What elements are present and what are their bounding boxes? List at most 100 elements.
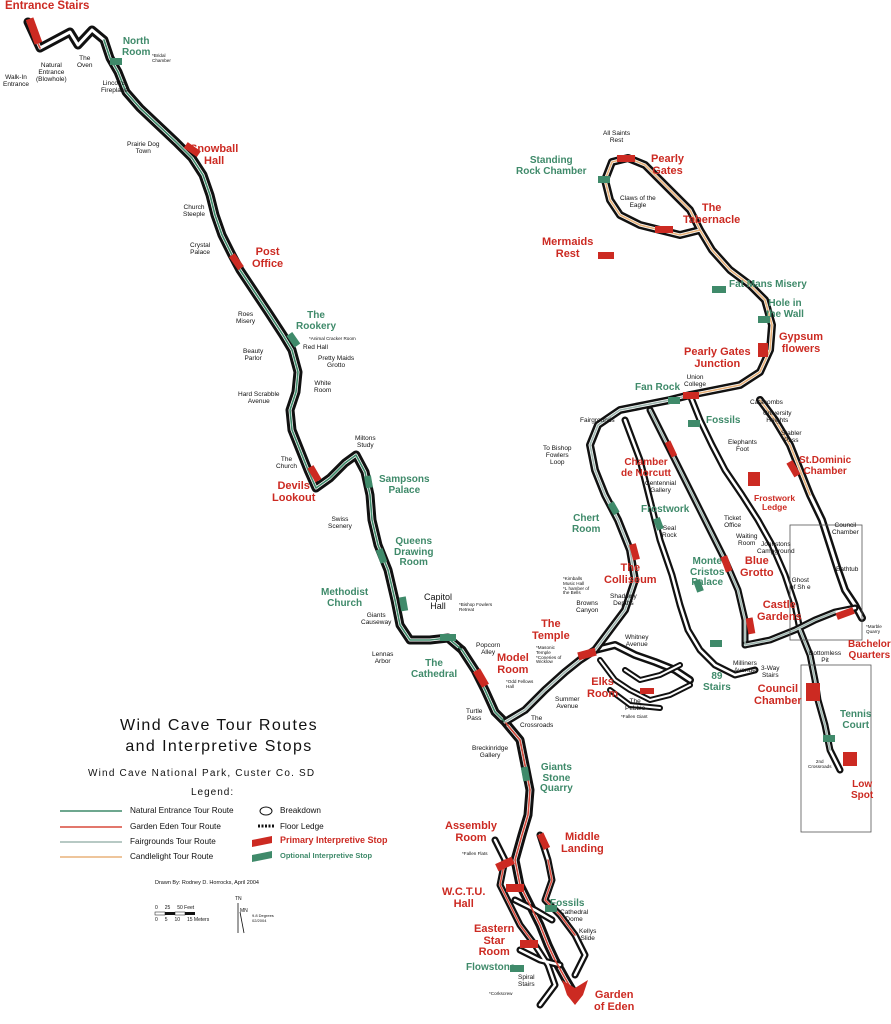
- label-church-steeple: Church Steeple: [183, 204, 206, 218]
- stop-eastern-star-room[interactable]: Eastern Star Room: [474, 923, 515, 959]
- stop-chamber-de-norcutt[interactable]: Chamber de Norcutt: [621, 457, 671, 479]
- stop-castle-gardens[interactable]: Castle Gardens: [757, 599, 802, 623]
- stop-gypsum-flowers[interactable]: Gypsum flowers: [779, 331, 824, 355]
- stop-the-cathedral[interactable]: The Cathedral: [411, 658, 458, 680]
- stop-flowstone[interactable]: Flowstone: [466, 962, 516, 973]
- label-pretty-maids-grotto: Pretty Maids Grotto: [318, 355, 355, 369]
- stop-the-tabernacle[interactable]: The Tabernacle: [683, 202, 741, 226]
- label-milliners-avenue: Milliners Avenue: [733, 660, 757, 674]
- stop-fat-mans-misery[interactable]: Fat Mans Misery: [729, 279, 807, 290]
- stop-fan-rock[interactable]: Fan Rock: [635, 382, 681, 393]
- label-to-bishop-fowlers-loop: To Bishop Fowlers Loop: [543, 445, 572, 466]
- inset-boxes: [789, 524, 872, 833]
- stop-giants-stone-quarry[interactable]: Giants Stone Quarry: [540, 762, 573, 794]
- label-second-crossroads: 2nd Crossroads: [808, 759, 832, 769]
- stop-pearly-gates-junction[interactable]: Pearly Gates Junction: [684, 346, 751, 370]
- stop-assembly-room[interactable]: Assembly Room: [445, 820, 497, 844]
- stop-snowball-hall[interactable]: Snowball Hall: [190, 143, 239, 167]
- note-fallen-giant: *Fallen Giant: [621, 714, 648, 719]
- stop-fossils-lower[interactable]: Fossils: [550, 898, 585, 909]
- label-the-crossroads: The Crossroads: [520, 715, 554, 729]
- stop-fossils-upper[interactable]: Fossils: [706, 415, 741, 426]
- label-swiss-scenery: Swiss Scenery: [328, 516, 352, 530]
- label-roes-misery: Roes Misery: [236, 311, 256, 325]
- label-kellys-slide: Kellys Slide: [579, 928, 597, 942]
- stop-st-dominic-chamber[interactable]: St.Dominic Chamber: [799, 455, 852, 477]
- legend-swatches: [60, 806, 274, 862]
- stop-council-chamber[interactable]: Council Chamber: [754, 683, 802, 707]
- stop-bachelor-quarters[interactable]: Bachelor Quarters: [848, 639, 891, 661]
- label-prairie-dog-town: Prairie Dog Town: [127, 141, 160, 155]
- label-cathedral-dome: Cathedral Dome: [560, 909, 589, 923]
- label-breckinridge-gallery: Breckinridge Gallery: [472, 745, 509, 759]
- stop-devils-lookout[interactable]: Devils Lookout: [272, 480, 316, 504]
- stop-garden-of-eden[interactable]: Garden of Eden: [594, 989, 635, 1013]
- label-union-college: Union College: [684, 374, 707, 388]
- stop-mermaids-rest[interactable]: Mermaids Rest: [542, 236, 594, 260]
- label-elephants-foot: Elephants Foot: [728, 439, 757, 453]
- label-three-way-stairs: 3-Way Stairs: [761, 665, 780, 679]
- label-popcorn-alley: Popcorn Alley: [476, 642, 501, 656]
- note-kimballs-music-hall: *Kimballs Music Hall *L hamber of the Be…: [563, 576, 590, 596]
- stop-89-stairs[interactable]: 89 Stairs: [703, 671, 731, 693]
- label-whitney-avenue: Whitney Avenue: [625, 634, 649, 648]
- label-crystal-palace: Crystal Palace: [190, 242, 211, 256]
- stop-methodist-church[interactable]: Methodist Church: [321, 587, 369, 609]
- garden-eden-route: [27, 21, 576, 996]
- scale-meters: 0 5 10 15 Meters: [155, 917, 210, 923]
- stop-hole-in-the-wall[interactable]: Hole in the Wall: [766, 298, 804, 320]
- candlelight-route: [604, 157, 811, 496]
- stop-monte-cristos-palace[interactable]: Monte Cristos Palace: [690, 556, 725, 588]
- stop-tennis-court[interactable]: Tennis Court: [840, 709, 872, 731]
- stop-blue-grotto[interactable]: Blue Grotto: [740, 555, 774, 579]
- stop-the-colliseum[interactable]: The Colliseum: [604, 562, 657, 586]
- north-declination: 9.8 Degrees 02/2004: [252, 913, 274, 923]
- stop-frostwork-ledge[interactable]: Frostwork Ledge: [754, 493, 796, 512]
- stop-post-office[interactable]: Post Office: [252, 246, 284, 270]
- north-arrow: [237, 903, 245, 934]
- stop-wctu-hall[interactable]: W.C.T.U. Hall: [442, 886, 486, 910]
- stop-the-rookery[interactable]: The Rookery: [296, 310, 337, 332]
- title-line-1: Wind Cave Tour Routes: [119, 717, 319, 734]
- stop-pearly-gates[interactable]: Pearly Gates: [651, 153, 685, 177]
- note-odd-fellows-hall: *Odd Fellows Hall: [506, 679, 534, 689]
- legend-garden-eden-route: Garden Eden Tour Route: [130, 822, 221, 831]
- label-ghost-of-shoe: Ghost of Sh e: [790, 577, 811, 591]
- stop-the-temple[interactable]: The Temple: [532, 618, 570, 642]
- note-bishop-fowlers-retreat: *Bishop Fowlers Retreat: [459, 602, 493, 612]
- label-the-pebble: The Pebble: [625, 698, 646, 712]
- legend-floor-ledge: Floor Ledge: [280, 822, 324, 831]
- stop-sampsons-palace[interactable]: Sampsons Palace: [379, 474, 430, 496]
- stop-queens-drawing-room[interactable]: Queens Drawing Room: [394, 536, 434, 568]
- stop-frostwork[interactable]: Frostwork: [641, 504, 690, 515]
- label-bottomless-pit: Bottomless Pit: [809, 650, 842, 664]
- stop-entrance-stairs[interactable]: Entrance Stairs: [5, 0, 90, 12]
- label-bathtub: Bathtub: [836, 566, 859, 573]
- label-stabler-pass: Stabler Pass: [781, 430, 802, 444]
- label-the-oven: The Oven: [77, 55, 93, 69]
- label-natural-entrance: Natural Entrance (Blowhole): [36, 62, 67, 83]
- stop-standing-rock-chamber[interactable]: Standing Rock Chamber: [516, 155, 587, 177]
- label-waiting-room: Waiting Room: [736, 533, 758, 547]
- note-animal-cracker-room: *Animal Cracker Room: [309, 336, 356, 341]
- label-lennas-arbor: Lennas Arbor: [372, 651, 394, 665]
- legend-candlelight-route: Candlelight Tour Route: [130, 852, 214, 861]
- label-summer-avenue: Summer Avenue: [555, 696, 580, 710]
- label-spiral-stairs: Spiral Stairs: [518, 974, 535, 988]
- note-fallen-flats: *Fallen Flats: [462, 851, 488, 856]
- optional-stop-markers: [110, 58, 835, 972]
- label-catacombs: Catacombs: [750, 399, 783, 406]
- legend-breakdown: Breakdown: [280, 806, 321, 815]
- stop-elks-room[interactable]: Elks Room: [587, 676, 619, 700]
- title-line-2: and Interpretive Stops: [125, 738, 313, 755]
- stop-middle-landing[interactable]: Middle Landing: [561, 831, 604, 855]
- stop-north-room[interactable]: North Room: [122, 36, 151, 58]
- stop-low-spot[interactable]: Low Spot: [851, 779, 874, 801]
- label-lincolns-fireplace: Lincolns Fireplace: [101, 80, 128, 94]
- label-walk-in-entrance: Walk-In Entrance: [3, 74, 30, 88]
- legend-natural-entrance-route: Natural Entrance Tour Route: [130, 806, 234, 815]
- note-masonic-temple: *Masonic Temple *Coneries of Wicklow: [536, 645, 562, 665]
- stop-model-room[interactable]: Model Room: [497, 652, 529, 676]
- stop-chert-room[interactable]: Chert Room: [572, 513, 601, 535]
- scale-feet: 0 25 50 Feet: [155, 905, 195, 911]
